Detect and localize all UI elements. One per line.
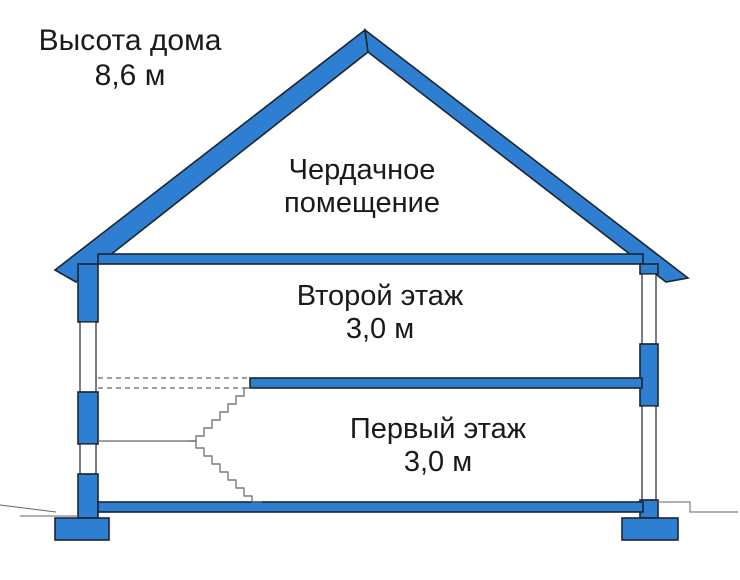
right-foundation [621,517,679,541]
ground-line-right [658,501,738,513]
left-wall-middle-segment [77,391,99,445]
first-floor-label: Первый этаж 3,0 м [303,413,573,480]
attic-label-line2: помещение [284,187,440,220]
right-window-lower [641,405,657,501]
house-height-value: 8,6 м [94,58,166,92]
attic-label: Чердачное помещение [232,154,492,221]
first-floor-height: 3,0 м [403,446,473,479]
stair-profile-upper [188,387,250,442]
left-wall-bottom-segment [77,473,99,519]
right-wall-middle-segment [639,343,659,407]
left-foundation [54,517,110,541]
roof-right-slope [363,28,690,283]
second-floor-height: 3,0 м [345,313,415,346]
house-height-label: Высота дома 8,6 м [10,24,250,93]
second-floor-title: Второй этаж [296,280,464,312]
attic-label-line1: Чердачное [288,154,436,186]
house-height-title: Высота дома [38,24,222,57]
left-window-lower [79,443,97,475]
second-floor-label: Второй этаж 3,0 м [250,280,510,347]
left-window-upper [79,321,97,393]
first-floor-title: Первый этаж [349,413,527,445]
second-floor-slab [249,377,643,389]
right-wall-top-cap [639,263,659,275]
ground-floor-slab [97,501,644,513]
right-window-upper [641,273,657,345]
ground-line-left [0,504,57,513]
attic-floor-slab [97,253,644,265]
left-wall-top-segment [77,263,99,323]
stair-profile-lower [188,440,262,503]
